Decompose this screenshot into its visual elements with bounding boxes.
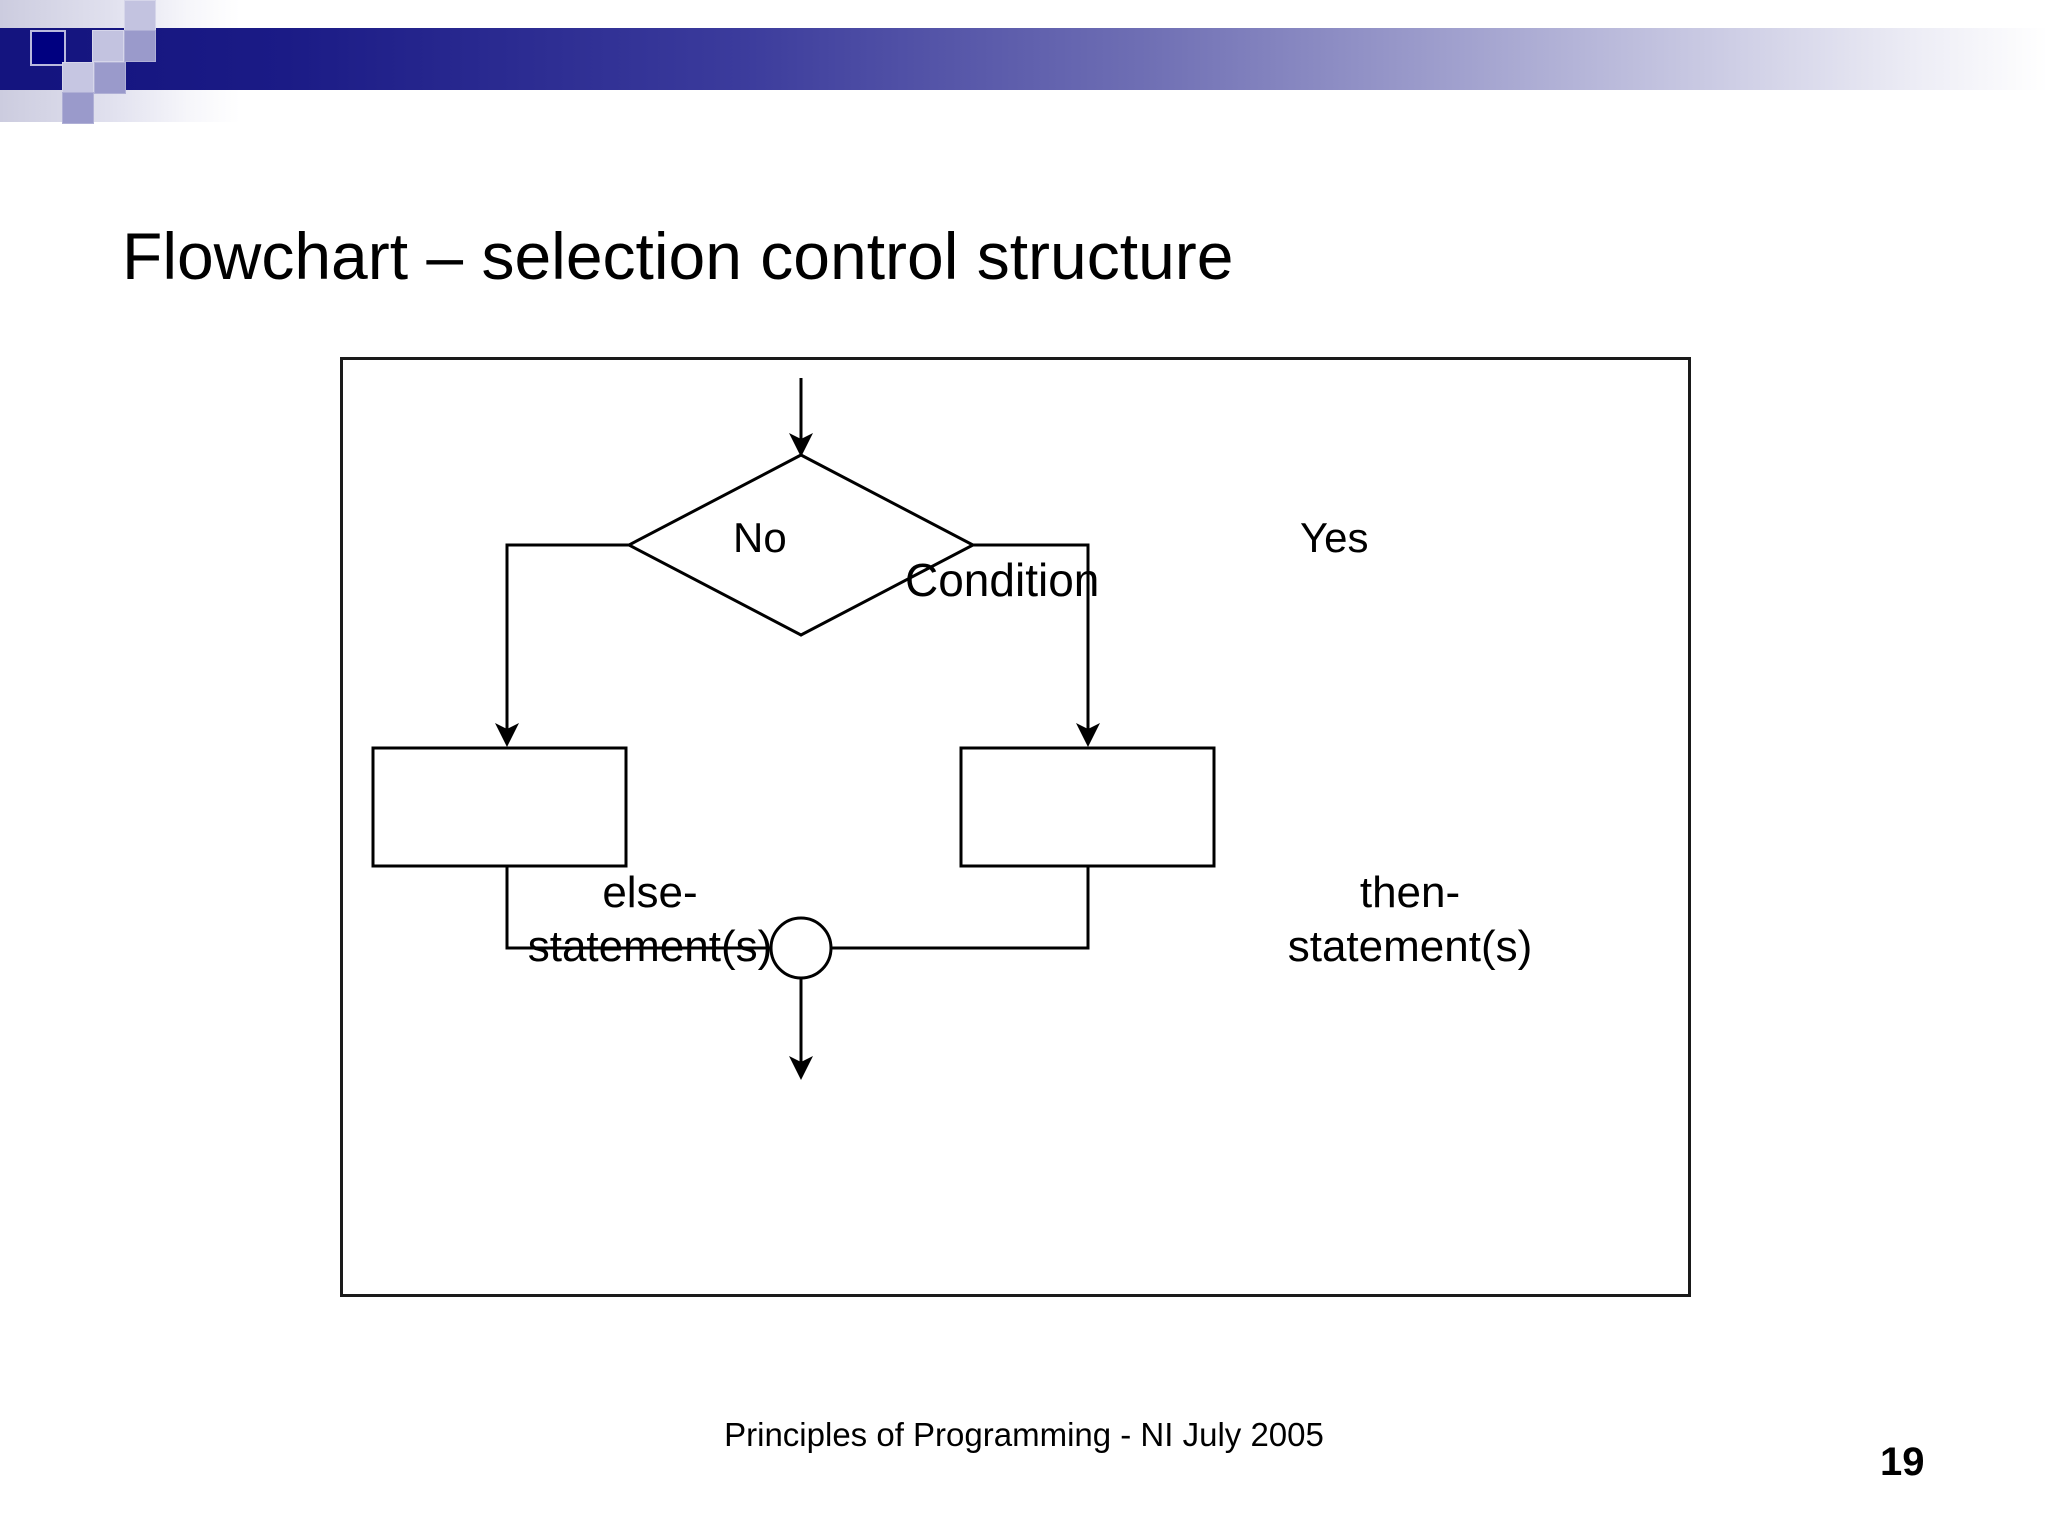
branch-label-no: No [733,514,787,561]
decorative-square-periwinkle-lower [62,92,94,124]
header-gradient-band [0,28,2048,90]
decision-diamond [625,453,977,637]
decorative-square-navy [30,30,66,66]
then-box-text-line2: statement(s) [1287,921,1533,971]
else-box-text-line2: statement(s) [527,921,773,971]
else-box-text-line1: else- [602,868,698,917]
flowchart-container [340,357,1691,1297]
decision-label: Condition [905,554,1100,606]
decorative-square-lavender-upper [92,30,124,62]
decorative-square-periwinkle-mid [94,62,126,94]
flowchart-graphic [371,378,1216,1080]
decorative-square-lavender-mid [62,62,94,94]
then-box-text: then- statement(s) [1245,866,1575,973]
else-statement-box [371,746,628,868]
slide-footer: Principles of Programming - NI July 2005 [724,1416,1324,1453]
then-statement-box [959,746,1216,868]
no-branch-connector [495,543,629,747]
page-number: 19 [1880,1440,1925,1484]
else-box-text: else- statement(s) [485,866,815,973]
yes-branch-connector [973,543,1100,747]
decorative-square-periwinkle-upper [124,30,156,62]
branch-label-yes: Yes [1300,514,1369,561]
then-box-text-line1: then- [1359,868,1461,917]
page-title: Flowchart – selection control structure [122,219,1234,293]
decorative-square-periwinkle-top [124,0,156,32]
